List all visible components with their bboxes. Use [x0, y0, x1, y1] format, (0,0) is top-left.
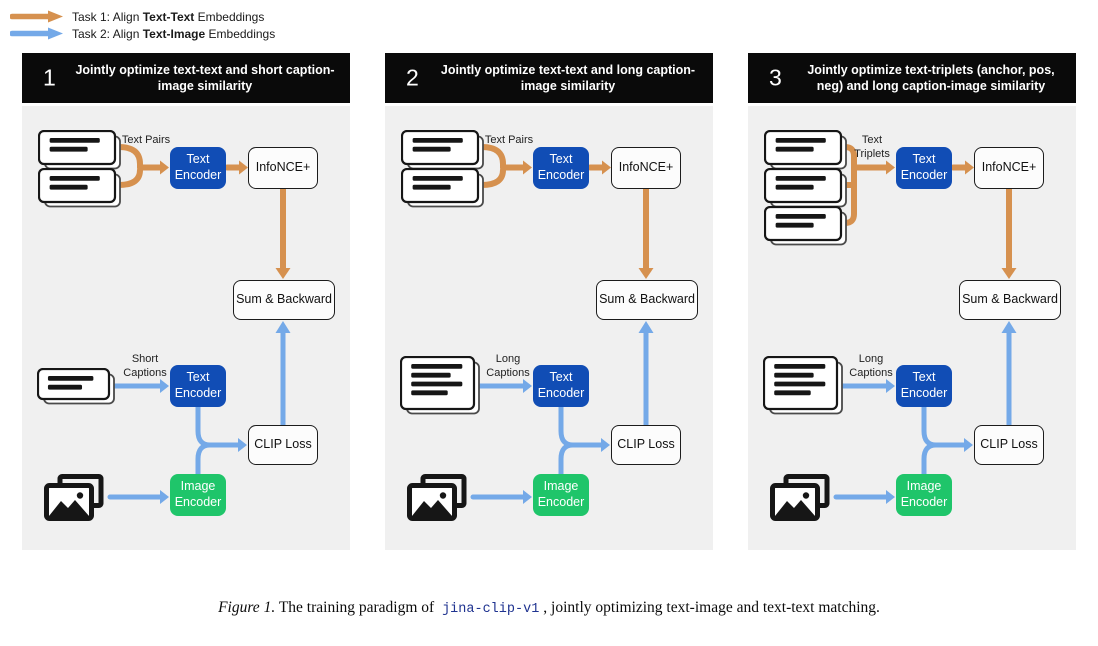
caption-document-icon — [399, 355, 481, 421]
panel-header: 1 Jointly optimize text-text and short c… — [22, 53, 350, 103]
legend: Task 1: Align Text-Text Embeddings Task … — [10, 8, 275, 42]
image-encoder-node: Image Encoder — [896, 474, 952, 516]
text-encoder-node: Text Encoder — [533, 365, 589, 407]
images-icon — [407, 474, 469, 527]
clip-loss-node: CLIP Loss — [974, 425, 1044, 465]
panel-body: Text Pairs Text Encoder InfoNCE+ Sum & B… — [22, 106, 350, 550]
panel-body: Text Pairs Text Encoder InfoNCE+ Sum & B… — [385, 106, 713, 550]
panel-step-number: 3 — [769, 64, 782, 91]
legend-label: Task 1: Align Text-Text Embeddings — [72, 10, 264, 24]
pipeline-panel: 3 Jointly optimize text-triplets (anchor… — [748, 53, 1076, 550]
caption-document-icon — [762, 355, 844, 421]
sum-backward-node: Sum & Backward — [596, 280, 698, 320]
panel-title: Jointly optimize text-triplets (anchor, … — [807, 62, 1055, 93]
images-icon — [770, 474, 832, 527]
legend-label: Task 2: Align Text-Image Embeddings — [72, 27, 275, 41]
sum-backward-node: Sum & Backward — [959, 280, 1061, 320]
text-encoder-node: Text Encoder — [170, 365, 226, 407]
task1-arrow-icon — [10, 10, 63, 23]
legend-item-task1: Task 1: Align Text-Text Embeddings — [10, 8, 275, 25]
panel-body: Text Triplets Text Encoder InfoNCE+ Sum … — [748, 106, 1076, 550]
top-flow-label: Text Pairs — [484, 134, 534, 146]
caption-text-before: The training paradigm of — [278, 599, 435, 616]
text-encoder-node: Text Encoder — [896, 147, 952, 189]
legend-text-pre: Task 1: Align — [72, 9, 143, 24]
top-flow-label: Text Pairs — [121, 134, 171, 146]
image-encoder-node: Image Encoder — [170, 474, 226, 516]
legend-text-post: Embeddings — [205, 26, 276, 41]
text-encoder-node: Text Encoder — [170, 147, 226, 189]
legend-text-pre: Task 2: Align — [72, 26, 143, 41]
panel-header: 3 Jointly optimize text-triplets (anchor… — [748, 53, 1076, 103]
legend-item-task2: Task 2: Align Text-Image Embeddings — [10, 25, 275, 42]
images-icon — [44, 474, 106, 527]
image-encoder-node: Image Encoder — [533, 474, 589, 516]
clip-loss-node: CLIP Loss — [248, 425, 318, 465]
figure-label: Figure 1. — [218, 599, 276, 616]
legend-text-bold: Text-Text — [142, 9, 195, 24]
infonce-loss-node: InfoNCE+ — [974, 147, 1044, 189]
panel-step-number: 1 — [43, 64, 56, 91]
panel-header: 2 Jointly optimize text-text and long ca… — [385, 53, 713, 103]
figure-caption: Figure 1. The training paradigm of jina-… — [0, 599, 1098, 617]
text-encoder-node: Text Encoder — [896, 365, 952, 407]
clip-loss-node: CLIP Loss — [611, 425, 681, 465]
infonce-loss-node: InfoNCE+ — [611, 147, 681, 189]
top-flow-label: Text Triplets — [854, 134, 890, 161]
flow-arrows — [833, 144, 1017, 504]
panel-step-number: 2 — [406, 64, 419, 91]
pipeline-panel: 2 Jointly optimize text-text and long ca… — [385, 53, 713, 550]
task2-arrow-icon — [10, 27, 63, 40]
flow-arrows — [107, 144, 291, 504]
caption-flow-label: Long Captions — [849, 353, 893, 380]
model-name-code: jina-clip-v1 — [442, 602, 540, 617]
caption-flow-label: Short Captions — [123, 353, 167, 380]
pipeline-panel: 1 Jointly optimize text-text and short c… — [22, 53, 350, 550]
caption-flow-label: Long Captions — [486, 353, 530, 380]
caption-document-icon — [36, 367, 116, 411]
legend-text-bold: Text-Image — [142, 26, 206, 41]
text-encoder-node: Text Encoder — [533, 147, 589, 189]
panel-title: Jointly optimize text-text and short cap… — [75, 62, 335, 93]
panel-title: Jointly optimize text-text and long capt… — [440, 62, 696, 93]
sum-backward-node: Sum & Backward — [233, 280, 335, 320]
infonce-loss-node: InfoNCE+ — [248, 147, 318, 189]
caption-text-after: , jointly optimizing text-image and text… — [543, 599, 880, 616]
legend-text-post: Embeddings — [194, 9, 265, 24]
flow-arrows — [470, 144, 654, 504]
